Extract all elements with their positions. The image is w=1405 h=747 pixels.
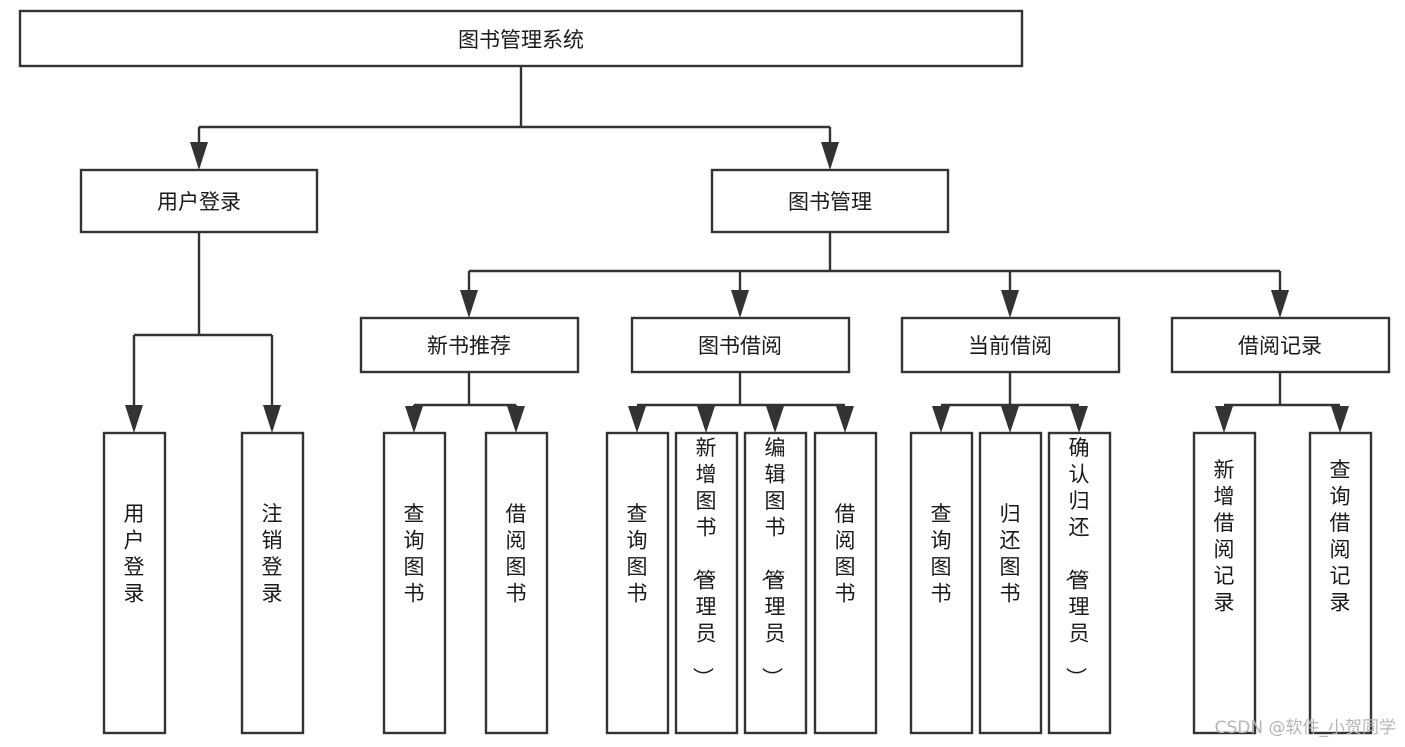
arrow-to-book-borrow (731, 290, 749, 318)
arrow-to-leaf-query-book-1 (405, 406, 423, 433)
arrow-to-leaf-user-logout (263, 405, 281, 433)
node-user-login-label: 用户登录 (157, 190, 241, 214)
arrow-to-borrow-record (1271, 290, 1289, 318)
arrow-to-leaf-add-book (697, 406, 715, 433)
node-leaf-add-book[interactable]: 新增图书（管理员） (674, 431, 739, 735)
node-leaf-query-book-2-box[interactable] (605, 431, 670, 735)
node-new-book-recommend-label: 新书推荐 (427, 334, 511, 358)
node-leaf-user-logout-label: 注销登录 (262, 502, 283, 606)
arrow-to-leaf-edit-book (766, 406, 784, 433)
node-leaf-query-book-2[interactable]: 查询图书 (605, 431, 670, 735)
node-new-book-recommend-box[interactable] (359, 316, 580, 374)
node-leaf-edit-book-box[interactable] (743, 431, 808, 735)
node-leaf-query-book-3[interactable]: 查询图书 (909, 431, 974, 735)
node-leaf-borrow-book-2-box[interactable] (813, 431, 878, 735)
node-leaf-confirm-return[interactable]: 确认归还（管理员） (1047, 431, 1112, 735)
node-borrow-record-box[interactable] (1170, 316, 1391, 374)
arrow-to-leaf-borrow-book-1 (507, 406, 525, 433)
node-leaf-borrow-book-2[interactable]: 借阅图书 (813, 431, 878, 735)
node-borrow-record[interactable]: 借阅记录 (1170, 316, 1391, 374)
node-book-manage-label: 图书管理 (788, 190, 872, 214)
arrow-to-user-login (190, 142, 208, 170)
arrow-to-current-borrow (1001, 290, 1019, 318)
node-leaf-add-record-box[interactable] (1192, 431, 1257, 735)
node-current-borrow[interactable]: 当前借阅 (900, 316, 1121, 374)
node-leaf-return-book-box[interactable] (978, 431, 1043, 735)
node-leaf-user-logout-box[interactable] (240, 431, 305, 735)
node-leaf-add-book-box[interactable] (674, 431, 739, 735)
node-book-borrow[interactable]: 图书借阅 (630, 316, 851, 374)
node-book-manage[interactable]: 图书管理 (710, 168, 950, 234)
node-user-login[interactable]: 用户登录 (79, 168, 319, 234)
arrow-to-leaf-return-book (1001, 406, 1019, 433)
node-leaf-borrow-book-2-label: 借阅图书 (835, 502, 856, 606)
node-leaf-user-login-label: 用户登录 (124, 502, 145, 606)
node-leaf-query-book-1[interactable]: 查询图书 (382, 431, 447, 735)
node-leaf-confirm-return-label: 确认归还（管理员） (1064, 436, 1090, 688)
node-leaf-add-record-label: 新增借阅记录 (1214, 458, 1235, 615)
arrow-to-leaf-add-record (1215, 406, 1233, 433)
arrow-to-leaf-borrow-book-2 (836, 406, 854, 433)
node-leaf-add-record[interactable]: 新增借阅记录 (1192, 431, 1257, 735)
connector-layer (125, 66, 1349, 433)
node-root-label: 图书管理系统 (458, 28, 584, 52)
arrow-to-leaf-user-login (125, 405, 143, 433)
node-book-borrow-label: 图书借阅 (698, 334, 782, 358)
node-root[interactable]: 图书管理系统 (18, 9, 1024, 68)
arrow-to-leaf-query-book-3 (932, 406, 950, 433)
arrow-to-leaf-confirm-return (1070, 406, 1088, 433)
node-leaf-query-book-2-label: 查询图书 (627, 502, 648, 606)
node-book-borrow-box[interactable] (630, 316, 851, 374)
arrow-to-leaf-query-record (1331, 406, 1349, 433)
node-leaf-borrow-book-1[interactable]: 借阅图书 (484, 431, 549, 735)
node-leaf-return-book-label: 归还图书 (1000, 502, 1021, 606)
node-leaf-query-book-1-box[interactable] (382, 431, 447, 735)
node-current-borrow-label: 当前借阅 (968, 334, 1052, 358)
node-leaf-query-book-3-label: 查询图书 (931, 502, 952, 606)
node-leaf-query-record[interactable]: 查询借阅记录 (1308, 431, 1373, 735)
node-leaf-edit-book[interactable]: 编辑图书（管理员） (743, 431, 808, 735)
node-leaf-user-login[interactable]: 用户登录 (102, 431, 167, 735)
node-user-login-box[interactable] (79, 168, 319, 234)
node-leaf-user-logout[interactable]: 注销登录 (240, 431, 305, 735)
node-leaf-return-book[interactable]: 归还图书 (978, 431, 1043, 735)
node-leaf-query-record-box[interactable] (1308, 431, 1373, 735)
arrow-to-new-book-recommend (460, 290, 478, 318)
node-leaf-borrow-book-1-box[interactable] (484, 431, 549, 735)
arrow-to-leaf-query-book-2 (628, 406, 646, 433)
watermark-label: CSDN @软件_小贺同学 (1215, 718, 1396, 738)
node-root-box[interactable] (18, 9, 1024, 68)
node-leaf-query-book-3-box[interactable] (909, 431, 974, 735)
node-leaf-query-book-1-label: 查询图书 (404, 502, 425, 606)
node-book-manage-box[interactable] (710, 168, 950, 234)
node-current-borrow-box[interactable] (900, 316, 1121, 374)
node-leaf-query-record-label: 查询借阅记录 (1330, 458, 1351, 615)
node-leaf-borrow-book-1-label: 借阅图书 (506, 502, 527, 606)
node-leaf-user-login-box[interactable] (102, 431, 167, 735)
node-leaf-confirm-return-box[interactable] (1047, 431, 1112, 735)
node-borrow-record-label: 借阅记录 (1238, 334, 1322, 358)
node-new-book-recommend[interactable]: 新书推荐 (359, 316, 580, 374)
arrow-to-book-manage (821, 142, 839, 170)
node-leaf-edit-book-label: 编辑图书（管理员） (760, 436, 786, 688)
node-leaf-add-book-label: 新增图书（管理员） (691, 436, 717, 688)
